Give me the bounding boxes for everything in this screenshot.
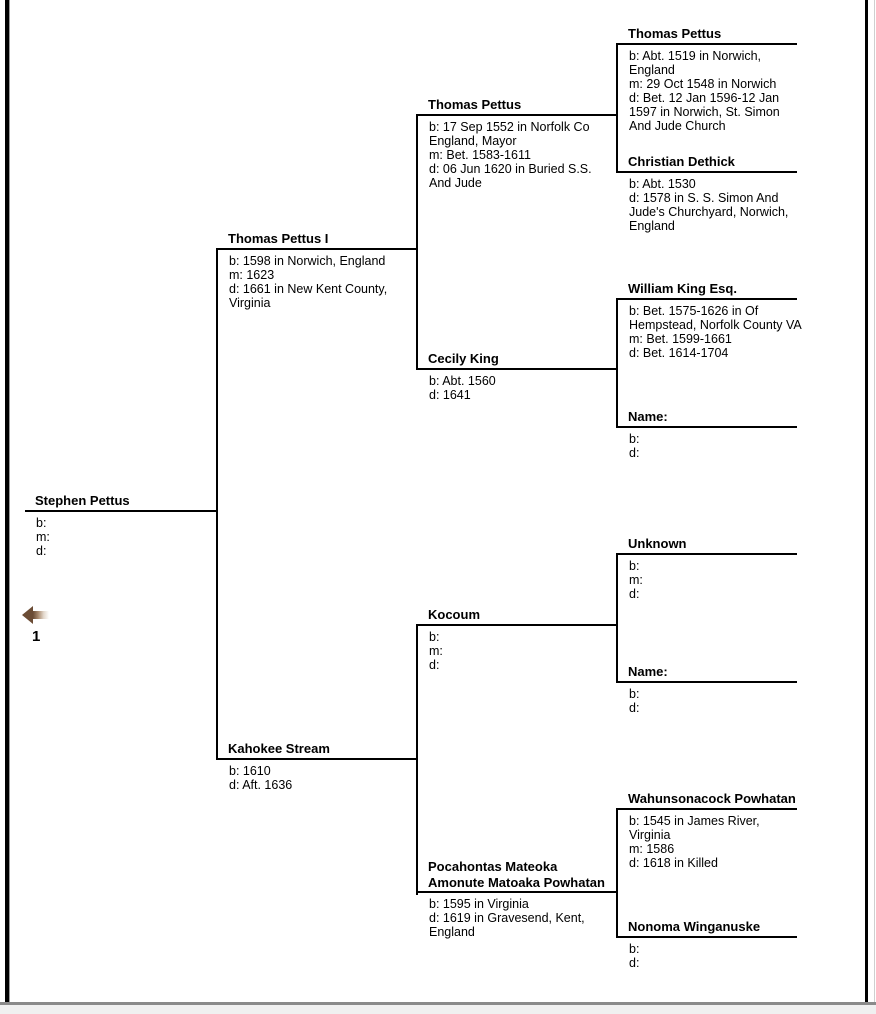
- person-name: Name:: [618, 408, 797, 428]
- person-details: b: d:: [629, 687, 640, 715]
- person-name: Wahunsonacock Powhatan: [618, 790, 797, 810]
- window-border-left: [5, 0, 9, 1002]
- tree-connector-gen2-top: [416, 114, 418, 370]
- person-details: b: 17 Sep 1552 in Norfolk Co England, Ma…: [429, 120, 592, 190]
- person-name: Christian Dethick: [618, 153, 797, 173]
- window-status-strip[interactable]: [0, 1005, 876, 1014]
- person-name: Thomas Pettus I: [218, 230, 418, 250]
- person-name: Nonoma Winganuske: [618, 918, 797, 938]
- person-name: Name:: [618, 663, 797, 683]
- person-thomas-pettus-gen4[interactable]: Thomas Pettus b: Abt. 1519 in Norwich, E…: [618, 25, 797, 133]
- window-border-right: [865, 0, 868, 1002]
- chart-page-number: 1: [32, 628, 41, 645]
- person-details: b: Abt. 1530 d: 1578 in S. S. Simon And …: [629, 177, 789, 233]
- person-kocoum[interactable]: Kocoum b: m: d:: [418, 606, 618, 672]
- person-name: Stephen Pettus: [25, 492, 218, 512]
- person-thomas-pettus-i[interactable]: Thomas Pettus I b: 1598 in Norwich, Engl…: [218, 230, 418, 310]
- person-name-blank-1[interactable]: Name: b: d:: [618, 408, 797, 460]
- person-name: Thomas Pettus: [418, 96, 618, 116]
- person-william-king[interactable]: William King Esq. b: Bet. 1575-1626 in O…: [618, 280, 802, 360]
- window-border-left-inner: [9, 0, 10, 1002]
- person-details: b: Abt. 1519 in Norwich, England m: 29 O…: [629, 49, 780, 133]
- person-name: Unknown: [618, 535, 797, 555]
- arrow-shaft: [33, 611, 49, 619]
- person-details: b: m: d:: [429, 630, 443, 672]
- person-unknown[interactable]: Unknown b: m: d:: [618, 535, 797, 601]
- person-name: Cecily King: [418, 350, 618, 370]
- window-border-right-outer: [874, 0, 875, 1002]
- person-name-blank-2[interactable]: Name: b: d:: [618, 663, 797, 715]
- person-stephen-pettus[interactable]: Stephen Pettus b: m: d:: [25, 492, 218, 558]
- person-thomas-pettus-gen3[interactable]: Thomas Pettus b: 17 Sep 1552 in Norfolk …: [418, 96, 618, 190]
- person-kahokee-stream[interactable]: Kahokee Stream b: 1610 d: Aft. 1636: [218, 740, 418, 792]
- person-details: b: 1595 in Virginia d: 1619 in Gravesend…: [429, 897, 585, 939]
- person-christian-dethick[interactable]: Christian Dethick b: Abt. 1530 d: 1578 i…: [618, 153, 797, 233]
- tree-connector-gen3-c: [616, 553, 618, 683]
- person-details: b: 1545 in James River, Virginia m: 1586…: [629, 814, 760, 870]
- tree-connector-gen1: [216, 248, 218, 760]
- person-details: b: d:: [629, 942, 640, 970]
- person-details: b: m: d:: [629, 559, 643, 601]
- person-name: Kocoum: [418, 606, 618, 626]
- tree-connector-gen3-a: [616, 43, 618, 173]
- person-name: Kahokee Stream: [218, 740, 418, 760]
- tree-connector-gen3-d: [616, 808, 618, 938]
- person-details: b: m: d:: [36, 516, 50, 558]
- person-pocahontas-powhatan[interactable]: Pocahontas Mateoka Amonute Matoaka Powha…: [418, 859, 618, 939]
- window-bottom-divider: [0, 1002, 876, 1005]
- person-details: b: Bet. 1575-1626 in Of Hempstead, Norfo…: [629, 304, 802, 360]
- arrow-head: [22, 606, 33, 624]
- person-name: William King Esq.: [618, 280, 797, 300]
- person-name: Thomas Pettus: [618, 25, 797, 45]
- person-cecily-king[interactable]: Cecily King b: Abt. 1560 d: 1641: [418, 350, 618, 402]
- person-details: b: d:: [629, 432, 640, 460]
- person-details: b: Abt. 1560 d: 1641: [429, 374, 496, 402]
- person-details: b: 1598 in Norwich, England m: 1623 d: 1…: [229, 254, 388, 310]
- person-wahunsonacock-powhatan[interactable]: Wahunsonacock Powhatan b: 1545 in James …: [618, 790, 797, 870]
- back-arrow-icon[interactable]: [22, 606, 49, 624]
- person-nonoma-winganuske[interactable]: Nonoma Winganuske b: d:: [618, 918, 797, 970]
- tree-connector-gen3-b: [616, 298, 618, 428]
- person-details: b: 1610 d: Aft. 1636: [229, 764, 293, 792]
- person-name: Pocahontas Mateoka Amonute Matoaka Powha…: [418, 859, 618, 893]
